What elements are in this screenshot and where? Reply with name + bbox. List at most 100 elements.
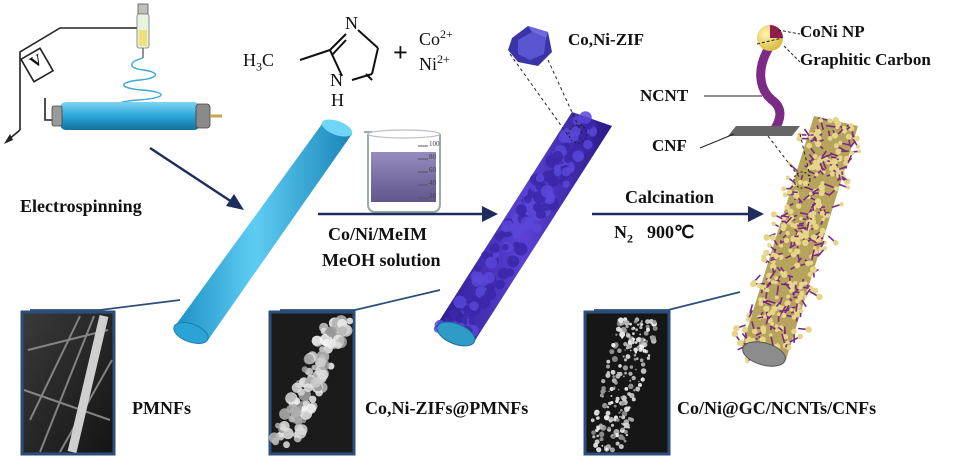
ncnt-tip-particle bbox=[775, 328, 779, 332]
ncnt-tip-particle bbox=[763, 249, 770, 257]
sem-ncnt-particle bbox=[599, 393, 604, 398]
sem-ncnt-particle bbox=[618, 328, 623, 333]
ncnt-tip-particle bbox=[834, 186, 839, 192]
ncnt-tip-particle bbox=[752, 279, 757, 284]
sem-ncnt-particle bbox=[599, 425, 604, 430]
electrospinning-setup bbox=[4, 3, 222, 144]
sem-ncnt-particle bbox=[590, 418, 595, 423]
zif-bump bbox=[560, 128, 573, 141]
ncnt-tip-particle bbox=[780, 225, 786, 232]
sem-ncnt-particle bbox=[624, 387, 629, 391]
ncnt-tip-particle bbox=[781, 186, 787, 192]
ncnt-tip-particle bbox=[842, 125, 847, 130]
zif-bump bbox=[553, 168, 562, 177]
zif-bump bbox=[468, 318, 476, 325]
zif-bump bbox=[481, 251, 489, 259]
ncnt-tip-particle bbox=[761, 256, 768, 263]
ncnt-tip-particle bbox=[827, 136, 833, 141]
sem-ncnt-particle bbox=[591, 430, 596, 435]
sem-zif-particle bbox=[326, 326, 337, 338]
sem-ncnt-particle bbox=[616, 418, 620, 422]
beaker-tick-100: 100 bbox=[429, 140, 440, 148]
ncnt-tip-particle bbox=[767, 312, 771, 317]
zif-bump bbox=[495, 279, 505, 290]
sem-ncnt-particle bbox=[625, 354, 630, 359]
ncnt-tip-particle bbox=[825, 213, 831, 218]
spinning-jet bbox=[117, 57, 162, 109]
ncnt-tip-particle bbox=[742, 326, 748, 333]
arrow-zif-growth bbox=[318, 206, 498, 222]
ncnt-tip-particle bbox=[784, 300, 791, 307]
ncnt-tip-particle bbox=[813, 131, 818, 137]
ni-symbol: Ni bbox=[419, 54, 437, 74]
sem-ncnt-particle bbox=[646, 327, 650, 332]
sem-image-pmnf bbox=[20, 299, 181, 456]
zif-bump bbox=[533, 202, 543, 213]
zif-bump bbox=[540, 185, 554, 198]
ncnt-tip-particle bbox=[857, 149, 862, 154]
meim-structure bbox=[299, 29, 379, 81]
ncnt-tip-particle bbox=[785, 218, 792, 225]
ncnt-tip-particle bbox=[812, 246, 817, 250]
ncnt-tip-particle bbox=[770, 321, 775, 326]
sem-ncnt-particle bbox=[642, 349, 647, 353]
zif-bump bbox=[583, 140, 593, 150]
zif-bump bbox=[492, 251, 500, 259]
ncnt-tip-particle bbox=[799, 216, 803, 221]
ncnt-tip-particle bbox=[733, 325, 740, 332]
sem-image-ncnt bbox=[583, 291, 741, 456]
electrospinning-label: Electrospinning bbox=[20, 196, 142, 216]
sem-ncnt-particle bbox=[614, 380, 618, 385]
sem-ncnt-particle bbox=[652, 325, 658, 331]
ncnt-tip-particle bbox=[835, 148, 842, 155]
ncnt-tip-particle bbox=[790, 235, 797, 242]
sem-zif-particle bbox=[317, 369, 329, 381]
ncnt-tip-particle bbox=[779, 254, 784, 260]
ncnt-tip-particle bbox=[782, 271, 788, 276]
sem-ncnt-particle bbox=[617, 441, 620, 445]
zif-bump bbox=[474, 265, 482, 272]
zif-bump bbox=[515, 204, 527, 216]
ncnt-tip-particle bbox=[769, 333, 773, 337]
zif-bump bbox=[497, 267, 510, 280]
sem-ncnt-particle bbox=[618, 364, 622, 368]
solution-line2: MeOH solution bbox=[322, 250, 441, 270]
sem-ncnt-particle bbox=[640, 377, 645, 382]
sem-ncnt-particle bbox=[620, 396, 623, 399]
ncnt-tip-particle bbox=[786, 294, 791, 299]
sem-ncnt-particle bbox=[595, 428, 599, 433]
ncnt-tip-particle bbox=[819, 210, 825, 216]
ncnt-tip-particle bbox=[773, 253, 780, 260]
sem-ncnt-particle bbox=[613, 404, 617, 408]
ncnt-tip-particle bbox=[831, 158, 838, 165]
ncnt-tip-particle bbox=[812, 154, 818, 159]
sem-ncnt-particle bbox=[613, 387, 616, 390]
sem-ncnt-particle bbox=[625, 325, 629, 329]
ncnt-tip-particle bbox=[774, 280, 778, 285]
ncnt-tip-particle bbox=[811, 234, 817, 241]
sem-ncnt-particles bbox=[590, 317, 658, 453]
sem-zif-particle bbox=[311, 335, 322, 346]
zif-bump bbox=[501, 243, 509, 251]
ncnt-tip-particle bbox=[798, 233, 805, 240]
ncnt-tip-particle bbox=[785, 231, 790, 236]
zif-crystal-label: Co,Ni-ZIF bbox=[568, 30, 645, 49]
sem-ncnt-particle bbox=[627, 406, 631, 409]
sem-zif-particle bbox=[279, 421, 290, 432]
sem-ncnt-particle bbox=[601, 444, 604, 447]
zif-bump bbox=[469, 301, 479, 311]
sem-ncnt-particle bbox=[632, 332, 635, 335]
co-symbol: Co bbox=[419, 29, 441, 49]
ncnt-tip-particle bbox=[771, 305, 778, 312]
sem-zif-particle bbox=[291, 410, 300, 418]
sem-ncnt-particle bbox=[593, 442, 599, 448]
zif-bump bbox=[498, 231, 506, 239]
ncnt-tip-particle bbox=[816, 293, 823, 301]
zif-bump bbox=[561, 167, 572, 177]
sem-ncnt-particle bbox=[608, 401, 612, 406]
ncnt-tip-particle bbox=[795, 239, 801, 246]
ncnt-tip-particle bbox=[774, 276, 779, 280]
ncnt-tip-particle bbox=[789, 307, 794, 312]
sem-ncnt-particle bbox=[623, 342, 628, 347]
ncnt-tip-particle bbox=[795, 203, 802, 209]
